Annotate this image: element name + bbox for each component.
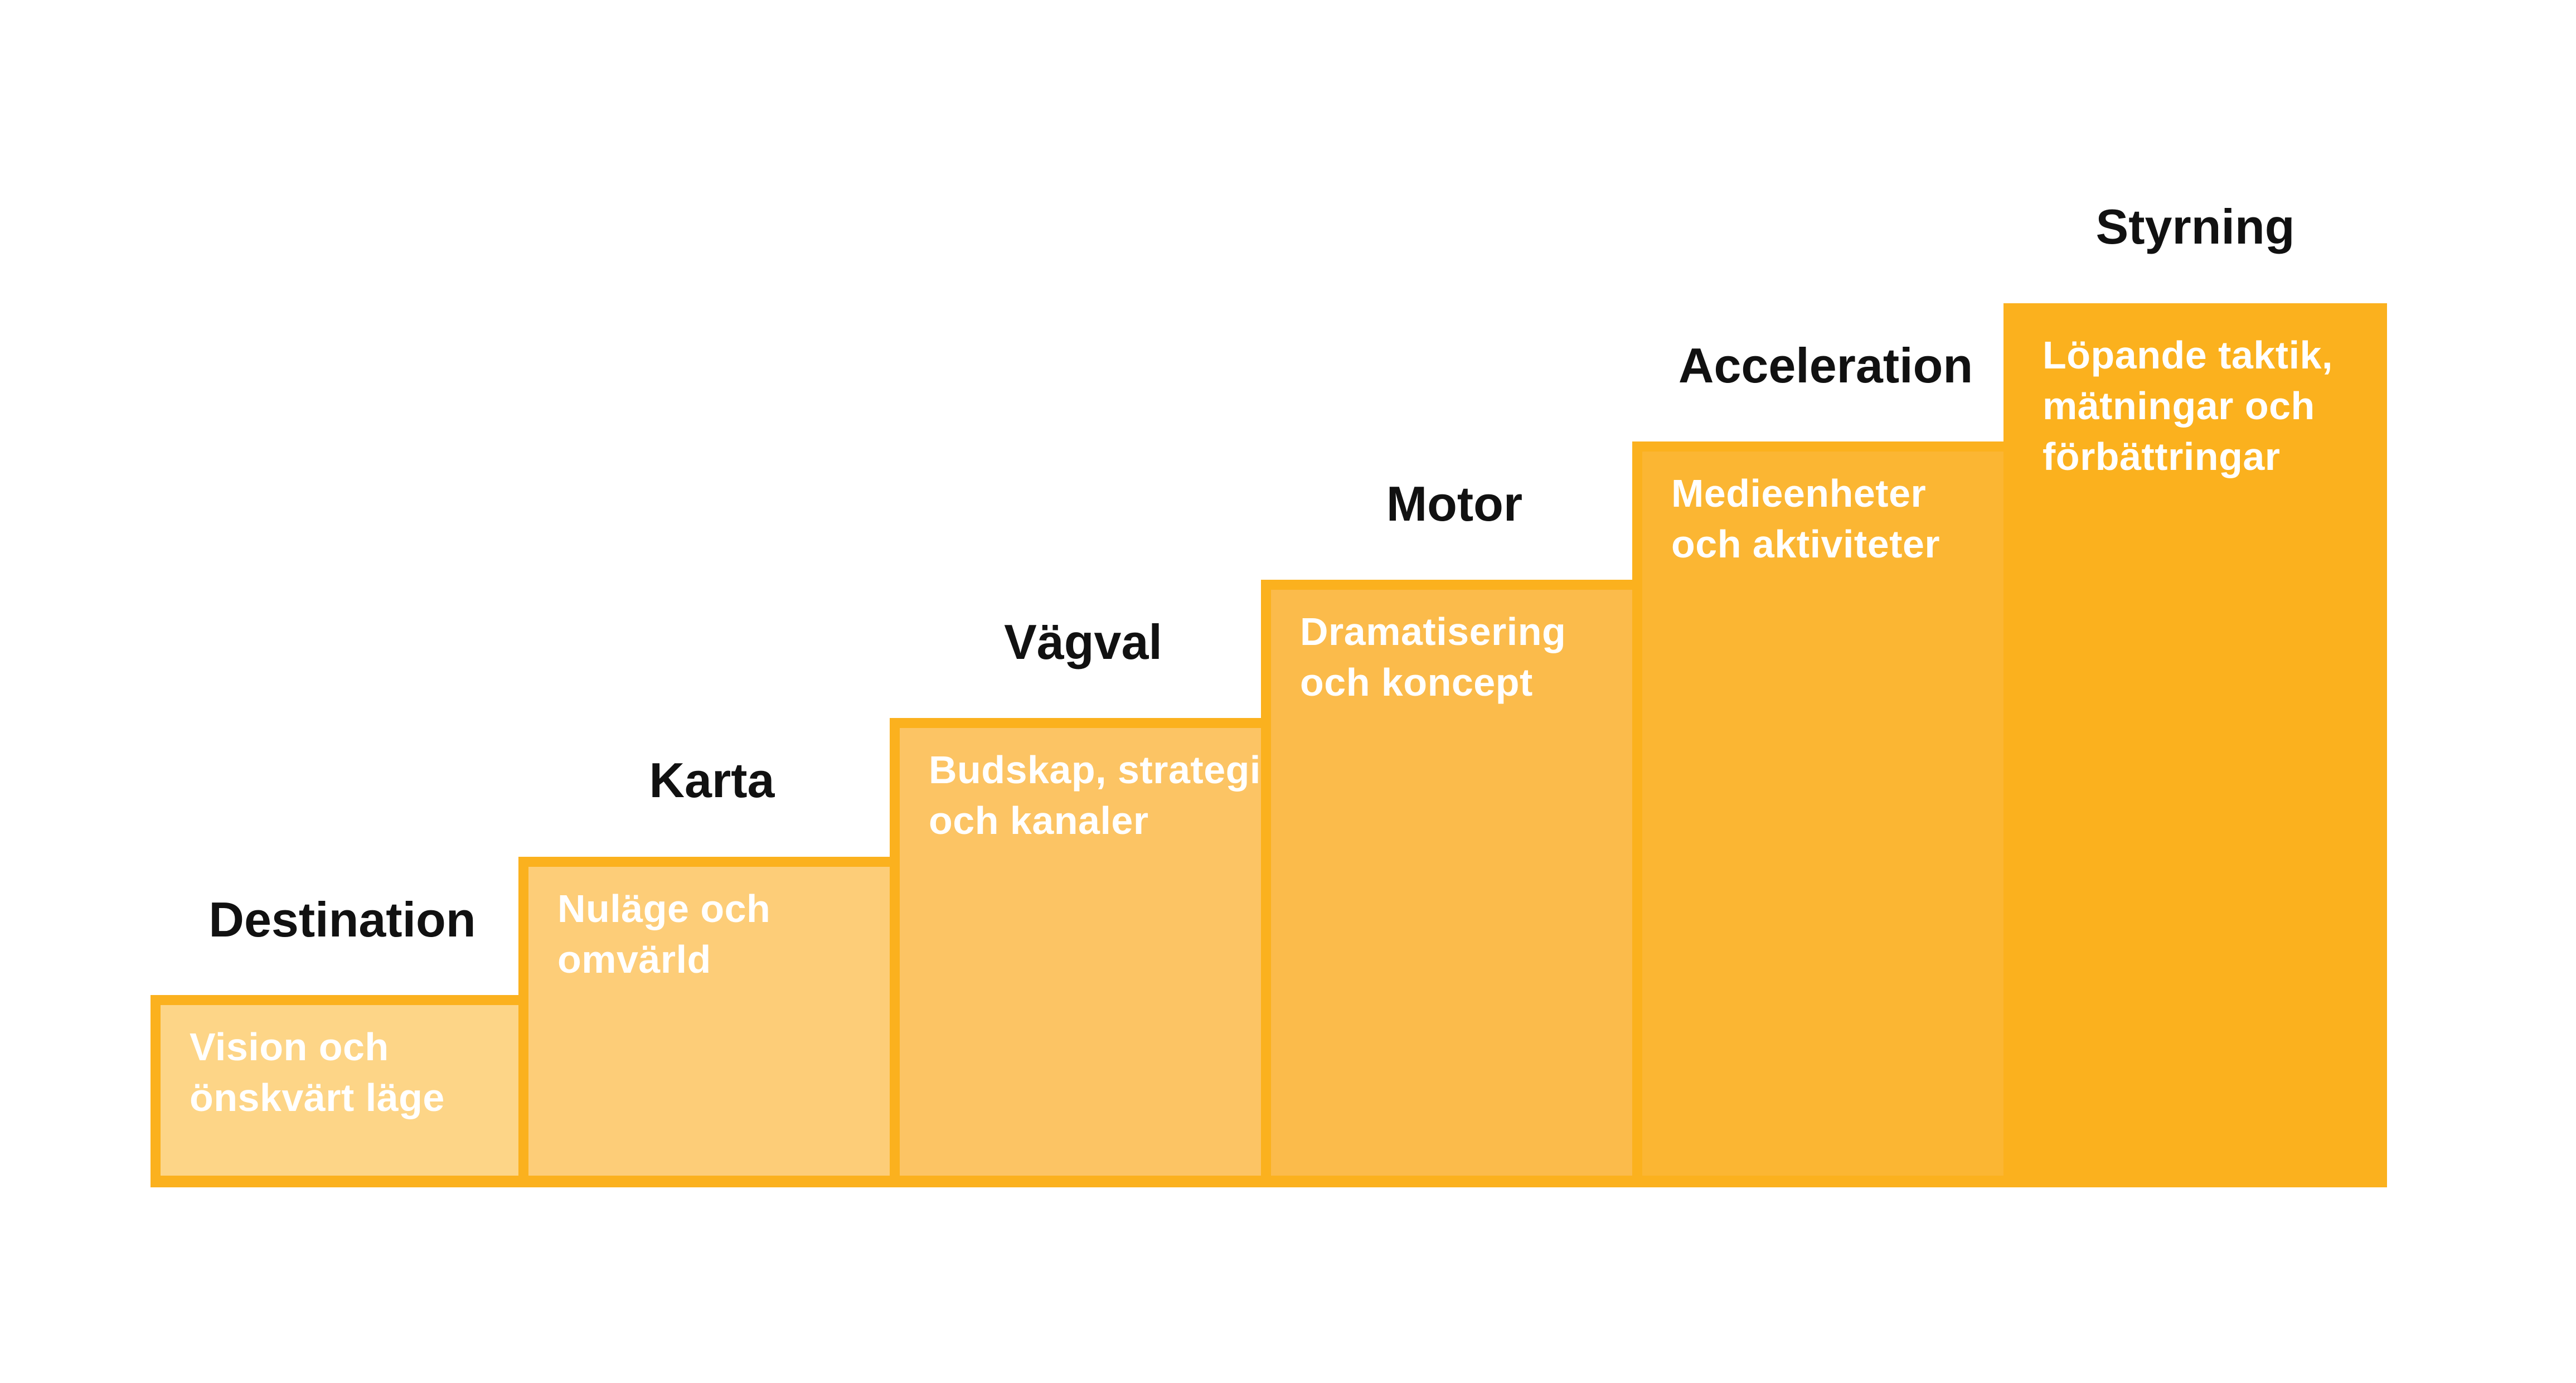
step-text-destination: Vision och önskvärt läge (190, 1025, 445, 1119)
step-text-karta: Nuläge och omvärld (557, 887, 771, 981)
step-text-acceleration: Medieenheter och aktiviteter (1671, 472, 1941, 566)
step-acceleration: Medieenheter och aktiviteter (1632, 441, 2019, 1187)
step-text-motor: Dramatisering och koncept (1300, 610, 1566, 704)
step-karta: Nuläge och omvärld (518, 857, 905, 1187)
step-styrning: Löpande taktik, mätningar och förbättrin… (2003, 303, 2387, 1187)
step-title-karta: Karta (649, 753, 775, 808)
step-vagval: Budskap, strategi och kanaler (890, 718, 1277, 1187)
step-destination: Vision och önskvärt läge (151, 995, 534, 1187)
step-title-motor: Motor (1386, 476, 1523, 531)
step-title-acceleration: Acceleration (1678, 338, 1973, 393)
step-text-vagval: Budskap, strategi och kanaler (929, 748, 1261, 842)
step-title-destination: Destination (208, 892, 476, 947)
step-title-styrning: Styrning (2095, 199, 2295, 254)
step-text-styrning: Löpande taktik, mätningar och förbättrin… (2043, 333, 2333, 478)
step-motor: Dramatisering och koncept (1261, 580, 1648, 1187)
step-title-vagval: Vägval (1004, 614, 1162, 669)
